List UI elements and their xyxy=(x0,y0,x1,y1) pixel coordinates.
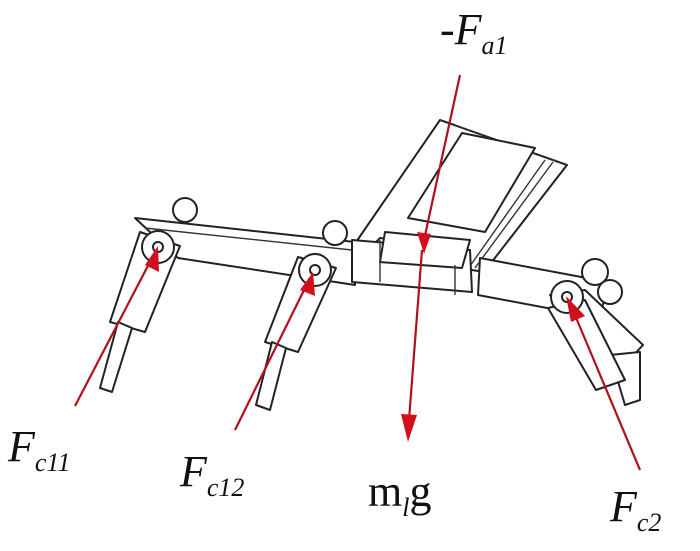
force-fa1-arrow xyxy=(417,74,462,254)
pin-c12 xyxy=(309,264,321,276)
label-f-a1: -Fa1 xyxy=(440,5,508,60)
label-f-c11: Fc11 xyxy=(8,422,71,477)
force-fc2-arrow xyxy=(566,296,642,471)
label-f-c2: Fc2 xyxy=(610,482,662,537)
center-block xyxy=(351,231,473,295)
force-fc12-arrow xyxy=(234,272,315,431)
leg-c12 xyxy=(255,253,337,411)
label-f-c12: Fc12 xyxy=(180,447,245,502)
force-mlg-arrow xyxy=(401,249,424,442)
leg-c2 xyxy=(547,280,644,406)
label-mlg: mlg xyxy=(368,467,432,522)
leg-c11 xyxy=(99,230,181,393)
force-fc11-arrow xyxy=(74,246,159,407)
pin-c2 xyxy=(561,291,573,303)
